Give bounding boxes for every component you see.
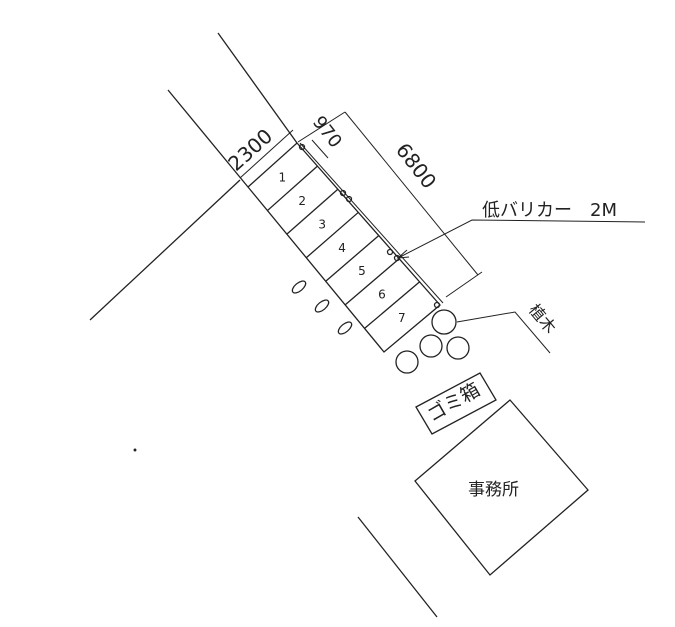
road-line-right bbox=[217, 32, 298, 144]
slot-number: 2 bbox=[298, 194, 306, 208]
tree-symbol bbox=[431, 309, 457, 335]
oval-marks bbox=[291, 280, 353, 335]
slot-number: 6 bbox=[378, 287, 386, 301]
barrier-label: 低バリカー 2M bbox=[482, 200, 617, 221]
dimension-6800-label: 6800 bbox=[391, 138, 441, 193]
slot-number: 4 bbox=[338, 241, 346, 255]
tree-label: 植木 bbox=[525, 300, 560, 337]
road-line-left bbox=[167, 89, 249, 188]
slot-number: 3 bbox=[318, 217, 326, 231]
slot-divider bbox=[364, 281, 420, 329]
tree-callout: 植木 bbox=[456, 300, 560, 354]
barrier-callout: 低バリカー 2M bbox=[396, 200, 646, 259]
stray-dot bbox=[133, 448, 137, 452]
slot-divider bbox=[266, 165, 318, 212]
slot-divider bbox=[344, 258, 400, 306]
slot-number: 7 bbox=[398, 311, 406, 325]
slot-divider bbox=[305, 211, 359, 259]
trash-box: ゴミ箱 bbox=[415, 372, 497, 435]
slot-number: 5 bbox=[358, 264, 366, 278]
office-label: 事務所 bbox=[468, 480, 519, 500]
cross-road-line bbox=[89, 179, 241, 321]
lower-road-line bbox=[357, 516, 438, 618]
trash-label: ゴミ箱 bbox=[424, 379, 484, 427]
slot-divider bbox=[286, 188, 339, 235]
slot-divider bbox=[325, 235, 380, 282]
slot-number: 1 bbox=[278, 171, 286, 185]
office-building: 事務所 bbox=[414, 399, 589, 576]
dimension-970: 970 bbox=[308, 112, 346, 159]
small-bins bbox=[395, 334, 470, 374]
